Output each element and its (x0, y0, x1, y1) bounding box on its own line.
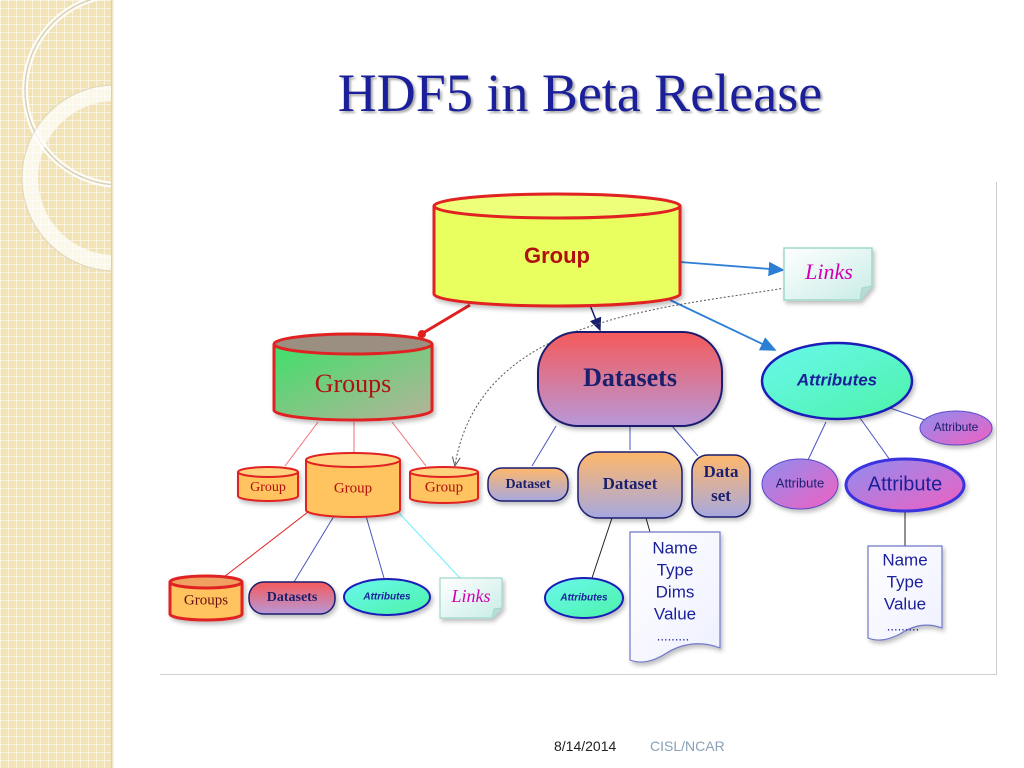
dataset-prop-name: Name (652, 538, 697, 557)
attribute-prop-ellipsis: ......... (887, 618, 920, 633)
footer-date: 8/14/2014 (554, 738, 617, 754)
dataset-attributes-label: Attributes (559, 593, 608, 604)
group-right-cylinder (409, 466, 479, 504)
footer-organization: CISL/NCAR (650, 738, 725, 754)
attribute-small-right-ellipse (919, 410, 993, 446)
dataset-center-label: Dataset (603, 474, 658, 493)
sub-groups-cylinder (168, 574, 244, 622)
sub-links-note (439, 577, 503, 619)
sub-datasets-pill (248, 581, 336, 615)
groups-label: Groups (315, 369, 392, 398)
group-left-cylinder (237, 466, 299, 502)
dataset-prop-type: Type (657, 560, 694, 579)
strip-edge (111, 0, 114, 768)
sub-groups-label: Groups (184, 592, 228, 608)
dataset-center-pill (577, 451, 683, 519)
attribute-prop-type: Type (887, 572, 924, 591)
top-group-cylinder (432, 192, 682, 308)
top-group-label: Group (524, 243, 590, 268)
dataset-properties-doc (629, 531, 721, 663)
attributes-label: Attributes (796, 370, 877, 389)
slide-title: HDF5 in Beta Release (337, 63, 823, 123)
dataset-prop-ellipsis: ......... (657, 628, 690, 643)
hdf5-structure-diagram: Group Links Groups Datasets Attributes G… (168, 192, 993, 663)
attribute-big-label: Attribute (868, 473, 942, 495)
sub-datasets-label: Datasets (267, 590, 318, 605)
decorative-side-strip (0, 0, 113, 768)
sub-attributes-ellipse (343, 578, 431, 616)
top-links-note (783, 247, 873, 301)
connectors (219, 261, 926, 583)
attribute-small-right-label: Attribute (934, 420, 979, 434)
group-center-label: Group (334, 480, 372, 496)
attributes-ellipse (760, 341, 914, 421)
group-center-cylinder (305, 452, 401, 518)
attribute-prop-value: Value (884, 594, 926, 613)
dataset-right-pill (691, 454, 751, 518)
groups-cylinder (272, 332, 434, 422)
dataset-prop-dims: Dims (656, 582, 695, 601)
sub-attributes-label: Attributes (362, 592, 411, 603)
sub-links-label: Links (450, 586, 490, 606)
datasets-pill (537, 331, 723, 427)
top-links-label: Links (804, 259, 853, 284)
attribute-left-ellipse (761, 458, 839, 510)
dataset-right-label-line1: Data (704, 462, 739, 481)
dataset-right-label-line2: set (711, 486, 731, 505)
decorative-circles (21, 0, 113, 272)
attribute-big-ellipse (844, 457, 966, 513)
datasets-label: Datasets (583, 363, 677, 392)
dataset-left-pill (487, 467, 569, 502)
attribute-prop-name: Name (882, 550, 927, 569)
group-left-label: Group (250, 480, 286, 495)
attribute-left-label: Attribute (776, 475, 824, 490)
group-right-label: Group (425, 479, 463, 495)
dataset-left-label: Dataset (505, 477, 550, 492)
dataset-prop-value: Value (654, 604, 696, 623)
attribute-properties-doc (867, 545, 943, 641)
dataset-attributes-ellipse (544, 577, 624, 619)
